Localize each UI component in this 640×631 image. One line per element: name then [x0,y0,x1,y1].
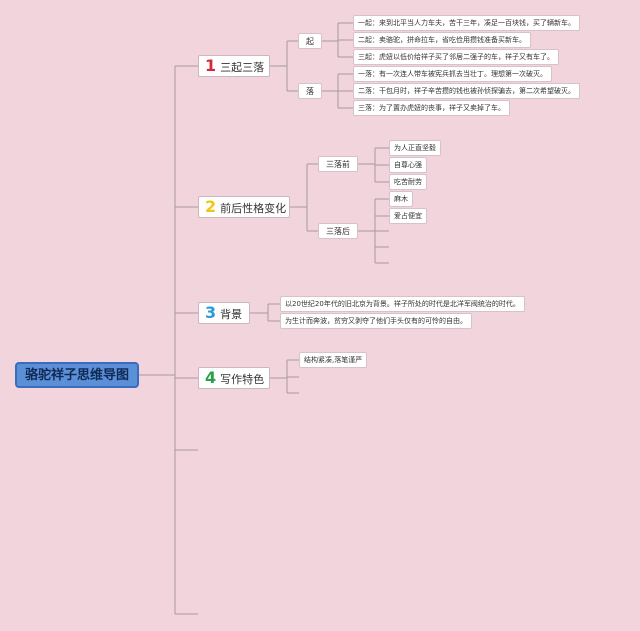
branch-2-group-2: 三落后 [318,223,358,239]
branch-2-group-2-item-1: 麻木 [389,191,413,207]
branch-1-group-1-item-1: 一起：来到北平当人力车夫，苦干三年，凑足一百块钱，买了辆新车。 [353,15,580,31]
branch-3-number: 3 [205,303,217,322]
branch-3-item-1: 以20世纪20年代的旧北京为背景。祥子所处的时代是北洋军阀统治的时代。 [280,296,525,312]
root-node: 骆驼祥子思维导图 [15,362,139,388]
branch-2-group-1-item-1: 为人正直坚毅 [389,140,441,156]
branch-3-item-2: 为生计而奔波，贫穷又剥夺了他们手头仅有的可怜的自由。 [280,313,472,329]
branch-1-group-2: 落 [298,83,322,99]
branch-2-group-1: 三落前 [318,156,358,172]
branch-1-group-2-item-1: 一落：有一次连人带车被宪兵抓去当壮丁。理想第一次破灭。 [353,66,552,82]
branch-1-group-1-item-3: 三起：虎妞以低价给祥子买了邻居二强子的车，祥子又有车了。 [353,49,559,65]
branch-4-label: 写作特色 [220,373,265,386]
branch-1-group-1-item-2: 二起：卖骆驼，拼命拉车，省吃俭用攒钱准备买新车。 [353,32,531,48]
branch-1-number: 1 [205,56,217,75]
branch-2-group-1-item-3: 吃苦耐劳 [389,174,427,190]
branch-2-label: 前后性格变化 [220,202,287,215]
branch-1-group-2-item-2: 二落：干包月时，祥子辛苦攒的钱也被孙侦探骗去，第二次希望破灭。 [353,83,580,99]
branch-2-group-2-item-2: 爱占便宜 [389,208,427,224]
branch-2-group-1-item-2: 自尊心强 [389,157,427,173]
branch-3-label: 背景 [220,308,243,321]
branch-1-label: 三起三落 [220,61,265,74]
branch-4-number: 4 [205,368,217,387]
branch-1-group-1: 起 [298,33,322,49]
branch-1-group-2-item-3: 三落：为了置办虎妞的丧事，祥子又卖掉了车。 [353,100,510,116]
branch-2-number: 2 [205,197,217,216]
branch-4-item-1: 结构紧凑,落笔谨严 [299,352,368,368]
